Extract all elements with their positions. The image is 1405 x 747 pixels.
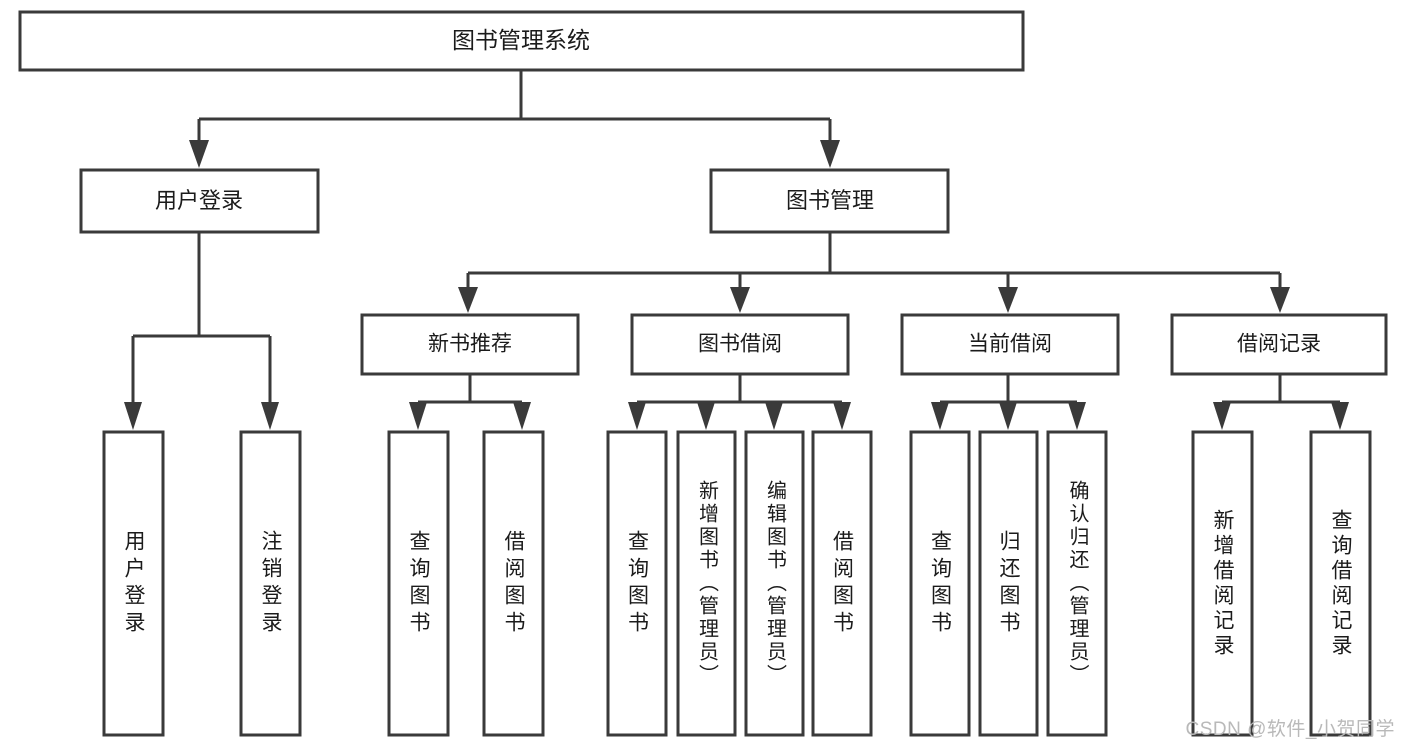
node-book-borrow[interactable]: 图书借阅 — [630, 313, 850, 376]
leaf-box-borrow-book-2[interactable] — [811, 430, 873, 737]
node-borrow-record[interactable]: 借阅记录 — [1170, 313, 1388, 376]
arrow-head-leaf-query-record — [1331, 402, 1349, 430]
leaf-box-add-record[interactable] — [1191, 430, 1254, 737]
node-new-book-recommend[interactable]: 新书推荐 — [360, 313, 580, 376]
node-borrow-record-label: 借阅记录 — [1237, 333, 1321, 356]
leaf-box-edit-book[interactable] — [744, 430, 805, 737]
arrow-head-leaf-edit-book — [765, 402, 783, 430]
arrow-head-book-borrow — [730, 287, 750, 313]
leaf-box-query-record[interactable] — [1309, 430, 1372, 737]
node-new-book-recommend-box[interactable] — [360, 313, 580, 376]
node-book-management-box[interactable] — [709, 168, 950, 234]
node-book-borrow-label: 图书借阅 — [698, 333, 782, 356]
arrow-head-user-login — [189, 140, 209, 168]
node-current-borrow[interactable]: 当前借阅 — [900, 313, 1120, 376]
arrow-head-leaf-query-book-1 — [409, 402, 427, 430]
arrow-head-leaf-borrow-book-2 — [833, 402, 851, 430]
leaf-box-query-book-3[interactable] — [909, 430, 971, 737]
arrow-head-leaf-query-book-3 — [931, 402, 949, 430]
node-new-book-recommend-label: 新书推荐 — [428, 333, 512, 356]
leaf-box-add-book[interactable] — [676, 430, 737, 737]
arrow-head-leaf-logout-login — [261, 402, 279, 430]
node-current-borrow-box[interactable] — [900, 313, 1120, 376]
connector-current-borrow-to-leaves — [931, 374, 1086, 430]
csdn-watermark: CSDN @软件_小贺同学 — [1185, 719, 1395, 740]
node-root-system-label: 图书管理系统 — [452, 27, 590, 53]
leaf-box-logout-login[interactable] — [239, 430, 302, 737]
node-root-system[interactable]: 图书管理系统 — [18, 10, 1025, 72]
leaf-box-return-book[interactable] — [978, 430, 1039, 737]
node-book-management[interactable]: 图书管理 — [709, 168, 950, 234]
node-borrow-record-box[interactable] — [1170, 313, 1388, 376]
arrow-head-new-book-recommend — [458, 287, 478, 313]
node-book-borrow-box[interactable] — [630, 313, 850, 376]
connector-new-book-to-leaves — [409, 374, 531, 430]
leaf-box-user-login[interactable] — [102, 430, 165, 737]
arrow-head-current-borrow — [998, 287, 1018, 313]
arrow-head-book-management — [820, 140, 840, 168]
arrow-head-leaf-borrow-book-1 — [513, 402, 531, 430]
leaf-box-confirm-return[interactable] — [1046, 430, 1108, 737]
leaf-box-borrow-book-1[interactable] — [482, 430, 545, 737]
arrow-head-leaf-add-record — [1213, 402, 1231, 430]
leaf-box-query-book-1[interactable] — [387, 430, 450, 737]
node-book-management-label: 图书管理 — [786, 188, 874, 213]
arrow-head-leaf-add-book — [697, 402, 715, 430]
arrow-head-leaf-query-book-2 — [628, 402, 646, 430]
leaf-box-query-book-2[interactable] — [606, 430, 668, 737]
connector-user-login-to-leaves — [124, 232, 279, 430]
arrow-head-borrow-record — [1270, 287, 1290, 313]
connector-book-management-to-level3 — [458, 232, 1290, 313]
node-user-login-box[interactable] — [79, 168, 320, 234]
node-root-system-box[interactable] — [18, 10, 1025, 72]
node-current-borrow-label: 当前借阅 — [968, 333, 1052, 356]
node-user-login[interactable]: 用户登录 — [79, 168, 320, 234]
connector-book-borrow-to-leaves — [628, 374, 851, 430]
arrow-head-leaf-user-login — [124, 402, 142, 430]
arrow-head-leaf-confirm-return — [1068, 402, 1086, 430]
connector-borrow-record-to-leaves — [1213, 374, 1349, 430]
arrow-head-leaf-return-book — [999, 402, 1017, 430]
node-user-login-label: 用户登录 — [155, 188, 243, 213]
connector-root-to-level2 — [189, 70, 840, 168]
